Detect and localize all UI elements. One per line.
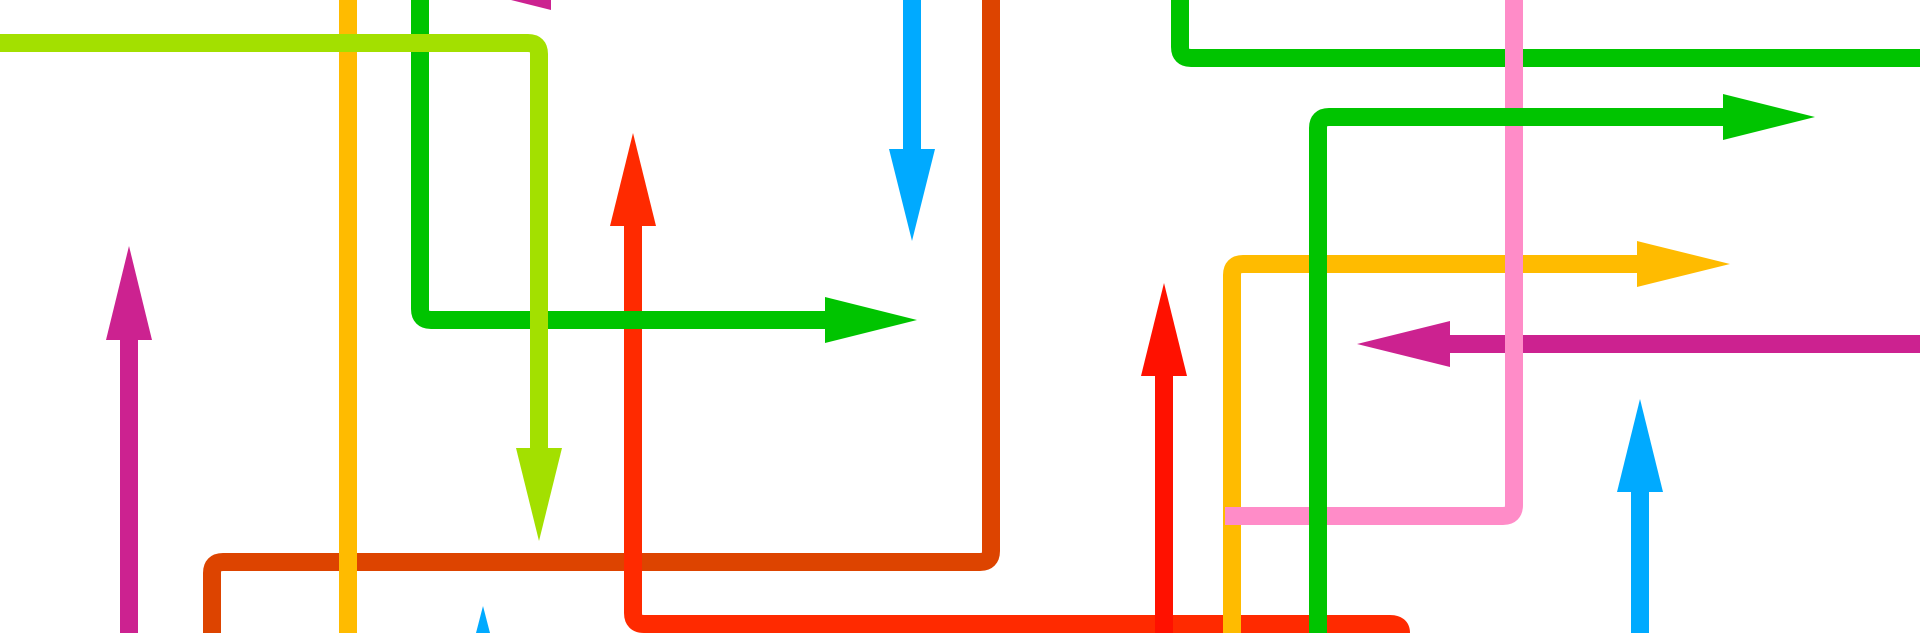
- magenta-arrowhead-top-icon: [511, 0, 551, 10]
- magenta-arrowhead-up-icon: [106, 246, 152, 340]
- green-arrowhead-right-icon: [1723, 94, 1815, 140]
- orange-connector: [203, 0, 1000, 633]
- yellow-connector: [1223, 255, 1637, 633]
- lime-connector: [0, 34, 548, 448]
- yellow-arrowhead-icon: [1637, 241, 1730, 287]
- blue-arrowhead-up-icon: [1617, 399, 1663, 492]
- red-connector: [624, 226, 1410, 633]
- green-arrowhead-left-icon: [825, 297, 917, 343]
- green-connector-right: [1309, 108, 1723, 633]
- green-connector-left: [411, 0, 825, 329]
- red-arrowhead-icon: [610, 133, 656, 226]
- green-connector-top: [1171, 0, 1920, 67]
- lime-arrowhead-icon: [516, 448, 562, 541]
- blue-arrowhead-bottom-icon: [476, 606, 490, 633]
- blue-arrowhead-down-icon: [889, 149, 935, 241]
- pink-connector: [1225, 0, 1523, 525]
- red-bright-arrowhead-icon: [1141, 283, 1187, 376]
- magenta-arrowhead-left-icon: [1357, 321, 1450, 367]
